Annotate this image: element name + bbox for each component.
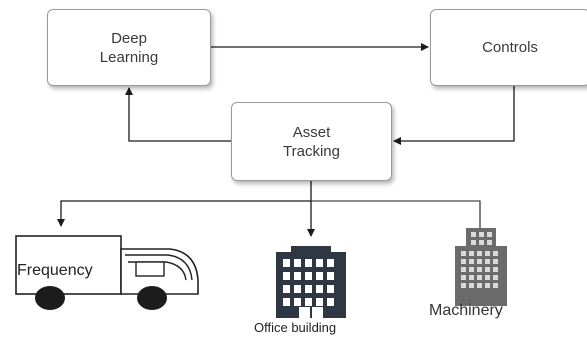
line-branch-to-machinery [311, 200, 481, 228]
machinery-label: Machinery [429, 302, 503, 319]
node-asset-tracking-label: Asset Tracking [283, 123, 340, 160]
office-building-icon [276, 246, 346, 318]
node-asset-tracking: Asset Tracking [231, 102, 392, 181]
arrow-branch-to-truck [57, 200, 311, 227]
truck-label: Frequency [17, 262, 93, 279]
arrow-controls-to-asset [393, 86, 515, 145]
truck-icon [15, 235, 199, 310]
node-controls-label: Controls [482, 39, 538, 56]
node-deep-learning: Deep Learning [47, 9, 211, 86]
node-controls: Controls [430, 9, 587, 86]
arrow-asset-to-deep [125, 87, 231, 142]
node-deep-learning-label: Deep Learning [99, 29, 159, 66]
tall-building-icon [455, 228, 507, 306]
office-building-label: Office building [254, 320, 337, 335]
